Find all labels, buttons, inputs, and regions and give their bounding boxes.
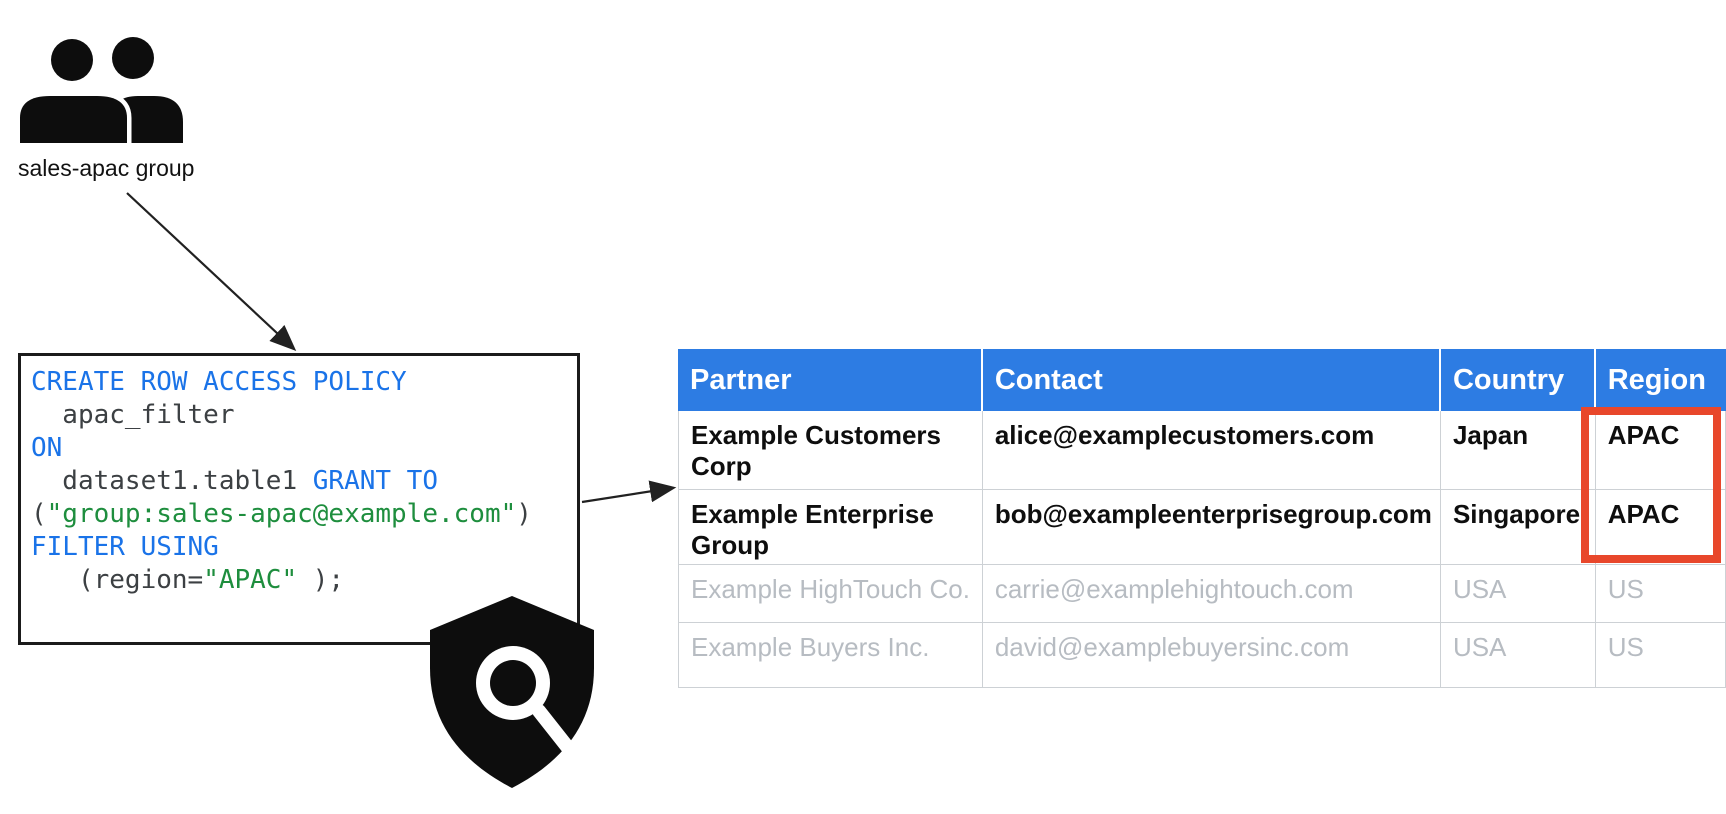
sql-expression: ); — [297, 565, 345, 595]
sql-identifier: dataset1.table1 — [31, 466, 313, 496]
arrow-policy-to-table — [581, 480, 677, 504]
cell-contact: david@examplebuyersinc.com — [982, 623, 1441, 688]
cell-country: Singapore — [1440, 490, 1596, 565]
column-header-country: Country — [1440, 349, 1596, 411]
table-row: Example Customers Corp alice@examplecust… — [678, 411, 1726, 490]
group-label: sales-apac group — [18, 155, 195, 181]
sql-paren: ( — [31, 499, 47, 529]
cell-partner: Example HighTouch Co. — [678, 565, 983, 623]
cell-region: APAC — [1595, 411, 1726, 490]
policy-sql-code: CREATE ROW ACCESS POLICY apac_filter ON … — [21, 356, 577, 597]
row-access-policy-code-box: CREATE ROW ACCESS POLICY apac_filter ON … — [18, 353, 580, 645]
table-row: Example Buyers Inc. david@examplebuyersi… — [678, 623, 1726, 688]
column-header-contact: Contact — [982, 349, 1441, 411]
table-header-row: Partner Contact Country Region — [678, 349, 1726, 411]
column-header-partner: Partner — [678, 349, 983, 411]
region-highlight-box — [1581, 407, 1721, 563]
cell-partner: Example Customers Corp — [678, 411, 983, 490]
cell-region: APAC — [1595, 490, 1726, 565]
sql-keyword: ON — [31, 433, 63, 463]
cell-region: US — [1595, 623, 1726, 688]
cell-contact: alice@examplecustomers.com — [982, 411, 1441, 490]
sql-string: "group:sales-apac@example.com" — [46, 499, 517, 529]
sql-expression: (region= — [31, 565, 204, 595]
cell-partner: Example Buyers Inc. — [678, 623, 983, 688]
sql-keyword: FILTER USING — [31, 532, 219, 562]
shield-search-icon — [430, 596, 594, 788]
column-header-region: Region — [1595, 349, 1726, 411]
cell-contact: carrie@examplehightouch.com — [982, 565, 1441, 623]
cell-country: USA — [1440, 623, 1596, 688]
people-group-icon — [18, 37, 183, 144]
sql-string: "APAC" — [203, 565, 298, 595]
arrow-group-to-policy — [126, 192, 297, 352]
sql-keyword: GRANT TO — [312, 466, 438, 496]
cell-partner: Example Enterprise Group — [678, 490, 983, 565]
cell-country: USA — [1440, 565, 1596, 623]
table-row: Example Enterprise Group bob@exampleente… — [678, 490, 1726, 565]
cell-country: Japan — [1440, 411, 1596, 490]
cell-contact: bob@exampleenterprisegroup.com — [982, 490, 1441, 565]
sql-keyword: CREATE ROW ACCESS POLICY — [31, 367, 407, 397]
partners-table: Partner Contact Country Region Example C… — [678, 349, 1726, 688]
sql-paren: ) — [516, 499, 532, 529]
table-row: Example HighTouch Co. carrie@examplehigh… — [678, 565, 1726, 623]
sql-identifier: apac_filter — [31, 400, 235, 430]
cell-region: US — [1595, 565, 1726, 623]
